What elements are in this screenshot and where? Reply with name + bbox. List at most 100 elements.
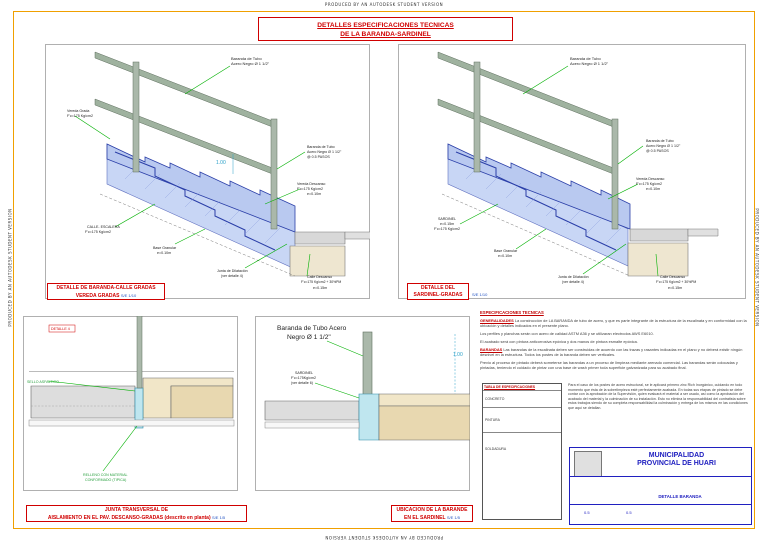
panel2-junta: Junta de Dilatación bbox=[558, 275, 589, 279]
panel1-dim: 1.00 bbox=[216, 160, 226, 166]
junta-drawing: SELLO ASFALTICO DETALLE 4 RELLENO CON MA… bbox=[27, 316, 235, 482]
panel1-calle-descanso-e: e=0.15m bbox=[313, 286, 327, 290]
panel1-caption-line2: VEREDA GRADAS S/E 1/10 bbox=[48, 292, 164, 300]
panel2-calle-descanso-e: e=0.15m bbox=[668, 286, 682, 290]
panel3-caption-line1: JUNTA TRANSVERSAL DE bbox=[104, 507, 169, 513]
panel4-rail-sub: Negro Ø 1 1/2" bbox=[287, 334, 331, 341]
student-version-stamp-right: PRODUCED BY AN AUTODESK STUDENT VERSION bbox=[754, 208, 760, 327]
title-block-scale-b: 0.5 bbox=[626, 510, 632, 515]
panel4-caption: UBICACION DE LA BARANDE EN EL SARDINEL S… bbox=[391, 505, 473, 522]
panel4-caption-line2-text: EN EL SARDINEL bbox=[403, 515, 446, 521]
spec-table-head: TABLA DE ESPECIFICACIONES bbox=[484, 385, 536, 389]
student-version-stamp-bottom: PRODUCED BY AN AUTODESK STUDENT VERSION bbox=[324, 535, 444, 540]
sheet-detail-title: DETALLE BARANDA bbox=[658, 494, 702, 499]
notes-p4-keyword: BARANDAS bbox=[480, 347, 503, 352]
panel1-post-label: Baranda de Tubo bbox=[307, 145, 335, 149]
ubicacion-drawing: Baranda de Tubo Acero Negro Ø 1 1/2" 1.0… bbox=[264, 325, 470, 441]
panel1-base-granular-e: e=0.10m bbox=[157, 251, 171, 255]
title-block-scale-a: 0.5 bbox=[584, 510, 590, 515]
panel1-base-granular: Base Granular bbox=[153, 246, 177, 250]
municipality-logo-icon bbox=[574, 451, 602, 477]
spec-table-row3: SOLDADURA bbox=[483, 432, 561, 465]
panel2-post-label: Baranda de Tubo bbox=[646, 139, 674, 143]
panel3-caption: JUNTA TRANSVERSAL DE AISLAMIENTO EN EL P… bbox=[26, 505, 247, 522]
panel2-vereda-descanso-e: e=0.10m bbox=[646, 187, 660, 191]
panel1-calle-escalera: CALLE- ESCALERA bbox=[87, 225, 120, 229]
sheet-title-line1: DETALLES ESPECIFICACIONES TECNICAS bbox=[317, 22, 454, 29]
panel1-caption-line2-text: VEREDA GRADAS bbox=[75, 293, 120, 299]
panel2-post-spacing: @ 0.5 PASOS bbox=[646, 149, 669, 153]
panel2-vereda-descanso-fc: F'c=175 Kg/cm2 bbox=[636, 182, 662, 186]
notes-p5: Previo al proceso de pintado deberá some… bbox=[480, 360, 738, 370]
panel2-base-granular: Base Granular bbox=[494, 249, 518, 253]
panel1-vereda-grada: Vereda Grada bbox=[67, 109, 89, 113]
notes-p1: La construcción de LA BARANDA de tubo de… bbox=[480, 318, 747, 328]
detail-panel-junta bbox=[23, 316, 238, 491]
panel2-vereda-descanso: Vereda Descanso bbox=[636, 177, 664, 181]
title-block: MUNICIPALIDAD PROVINCIAL DE HUARI DETALL… bbox=[569, 447, 752, 525]
panel1-rail-sub: Acero Negro Ø 1 1/2" bbox=[231, 61, 270, 66]
panel2-calle-descanso-fc: F'c=175 Kg/cm2 + 30%PM bbox=[656, 280, 696, 284]
panel1-vereda-descanso-e: e=0.10m bbox=[307, 192, 321, 196]
student-version-stamp-left: PRODUCED BY AN AUTODESK STUDENT VERSION bbox=[7, 208, 13, 327]
notes-p1-keyword: GENERALIDADES bbox=[480, 318, 514, 323]
panel2-rail-label: Baranda de Tubo bbox=[570, 56, 601, 61]
panel1-scale: S/E 1/10 bbox=[120, 293, 137, 298]
panel2-sardinel-fc: F'c=175 Kg/cm2 bbox=[434, 227, 460, 231]
spec-table-row2: PINTURA bbox=[483, 407, 561, 432]
sheet-frame bbox=[13, 11, 755, 529]
panel2-base-granular-e: e=0.10m bbox=[498, 254, 512, 258]
notes-heading: ESPECIFICACIONES TECNICAS bbox=[480, 310, 544, 315]
panel1-junta: Junta de Dilatación bbox=[217, 269, 248, 273]
panel1-vereda-descanso: Vereda Descanso bbox=[297, 182, 325, 186]
panel4-sardinel: SARDINEL bbox=[295, 371, 313, 375]
panel2-caption-line1: DETALLE DEL bbox=[420, 285, 456, 291]
panel3-relleno: RELLENO CON MATERIAL bbox=[83, 473, 127, 477]
panel3-detail-tag: DETALLE 4 bbox=[51, 327, 70, 331]
railing-stairs-drawing: 1.00 Baranda de Tubo Acero Negro Ø 1 1/2… bbox=[67, 51, 370, 290]
panel2-sardinel: SARDINEL bbox=[438, 217, 456, 221]
panel1-vereda-descanso-fc: F'c=175 Kg/cm2 bbox=[297, 187, 323, 191]
sheet-title-line2: DE LA BARANDA-SARDINEL bbox=[340, 31, 431, 38]
detail-panel-sardinel-stairs bbox=[398, 44, 746, 299]
municipality-name: MUNICIPALIDAD PROVINCIAL DE HUARI bbox=[604, 452, 749, 468]
spec-table: TABLA DE ESPECIFICACIONES CONCRETO PINTU… bbox=[482, 383, 562, 520]
panel3-sello: SELLO ASFALTICO bbox=[27, 380, 59, 384]
panel2-rail-sub: Acero Negro Ø 1 1/2" bbox=[570, 61, 609, 66]
panel1-calle-escalera-fc: F'c=175 Kg/cm2 bbox=[85, 230, 111, 234]
sheet-title: DETALLES ESPECIFICACIONES TECNICAS DE LA… bbox=[258, 17, 513, 41]
panel2-scale: S/E 1/10 bbox=[472, 292, 488, 297]
panel3-scale: S/E 1/5 bbox=[212, 515, 226, 520]
panel1-vereda-grada-fc: F'c=175 Kg/cm2 bbox=[67, 114, 93, 118]
notes-p4: Las barandas de la escalinata deben ser … bbox=[480, 347, 743, 357]
panel3-caption-line2-text: AISLAMIENTO EN EL PAV. DESCANSO-GRADAS (… bbox=[47, 515, 211, 521]
panel2-post-sub: Acero Negro Ø 1 1/2" bbox=[646, 144, 681, 148]
panel3-caption-line2: AISLAMIENTO EN EL PAV. DESCANSO-GRADAS (… bbox=[27, 514, 246, 522]
panel2-sardinel-e: e=0.15m bbox=[440, 222, 454, 226]
detail-panel-railing-stairs bbox=[45, 44, 370, 299]
municipality-name-line2: PROVINCIAL DE HUARI bbox=[637, 460, 716, 467]
panel1-caption-line1: DETALLE DE BARANDA-CALLE GRADAS bbox=[56, 285, 156, 291]
panel2-caption-line2: SARDINEL-GRADAS bbox=[408, 292, 468, 299]
specifications-notes: ESPECIFICACIONES TECNICAS GENERALIDADES … bbox=[480, 310, 752, 373]
panel1-rail-label: Baranda de Tubo bbox=[231, 56, 262, 61]
panel2-caption-line2-text: SARDINEL-GRADAS bbox=[413, 292, 463, 298]
municipality-name-line1: MUNICIPALIDAD bbox=[648, 452, 705, 459]
student-version-stamp-top: PRODUCED BY AN AUTODESK STUDENT VERSION bbox=[324, 2, 444, 7]
notes-p6: Para el caso de los postes de acero estr… bbox=[568, 383, 748, 410]
spec-table-row1: CONCRETO bbox=[483, 390, 561, 407]
panel4-rail-label: Baranda de Tubo Acero bbox=[277, 325, 347, 332]
panel1-caption: DETALLE DE BARANDA-CALLE GRADAS VEREDA G… bbox=[47, 283, 165, 300]
panel1-calle-descanso: Calle Descanso bbox=[307, 275, 332, 279]
panel4-sardinel-fc: F'c=175Kg/cm2 bbox=[291, 376, 316, 380]
panel1-post-spacing: @ 0.5 PASOS bbox=[307, 155, 330, 159]
panel2-junta-sub: (ver detalle 4) bbox=[562, 280, 584, 284]
panel2-calle-descanso: Calle Descanso bbox=[660, 275, 685, 279]
panel1-calle-descanso-fc: F'c=175 Kg/cm2 + 30%PM bbox=[301, 280, 341, 284]
panel4-sardinel-sub: (ver detalle 6) bbox=[291, 381, 313, 385]
panel4-caption-line1: UBICACION DE LA BARANDE bbox=[396, 507, 468, 513]
panel1-post-sub: Acero Negro Ø 1 1/2" bbox=[307, 150, 342, 154]
panel4-caption-line2: EN EL SARDINEL S/E 1/5 bbox=[392, 514, 472, 522]
notes-p3: El acabado será con pintura anticorrosiv… bbox=[480, 339, 638, 344]
